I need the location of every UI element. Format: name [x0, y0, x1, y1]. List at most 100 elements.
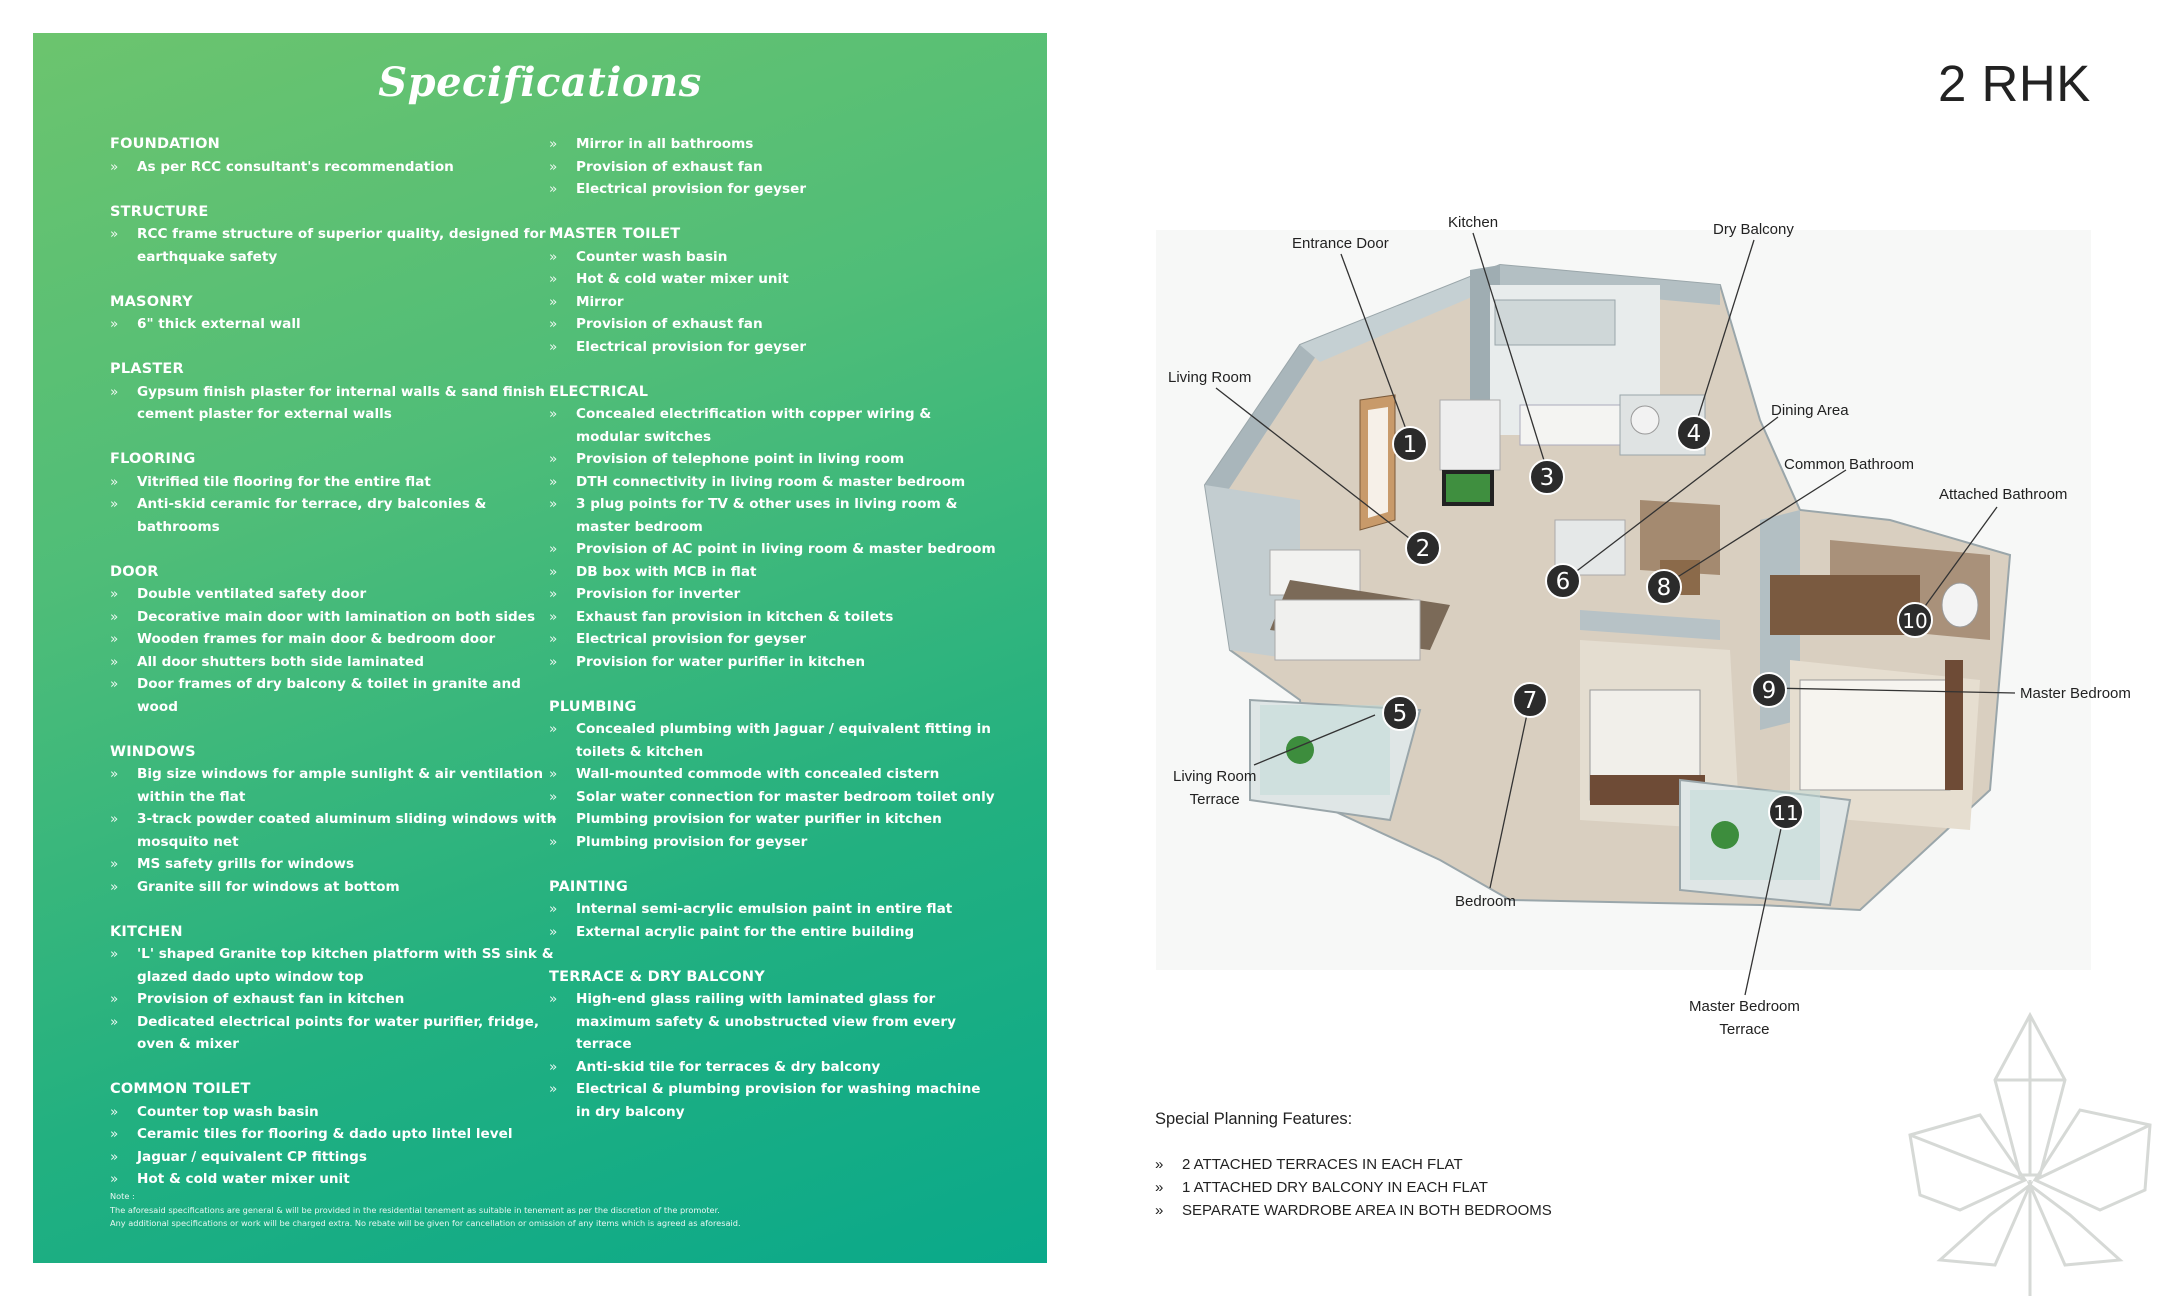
marker-number-7: 7	[1523, 688, 1538, 714]
spec-item: Wooden frames for main door & bedroom do…	[110, 628, 565, 651]
spec-item: Wall-mounted commode with concealed cist…	[549, 763, 999, 786]
spec-heading: ELECTRICAL	[549, 383, 649, 400]
feature-item: 1 ATTACHED DRY BALCONY IN EACH FLAT	[1155, 1176, 1855, 1199]
spec-item: Mirror in all bathrooms	[549, 133, 999, 156]
spec-section-master-toilet: MASTER TOILET Counter wash basinHot & col…	[549, 223, 999, 358]
spec-section-foundation: FOUNDATION As per RCC consultant's recomm…	[110, 133, 565, 178]
marker-circle-5	[1382, 695, 1418, 731]
label-attached-bathroom: Attached Bathroom	[1939, 486, 2068, 503]
features-heading: Special Planning Features:	[1155, 1110, 1353, 1128]
spec-column-left: FOUNDATION As per RCC consultant's recomm…	[110, 133, 565, 1213]
spec-item: Counter top wash basin	[110, 1101, 565, 1124]
spec-note: Note : The aforesaid specifications are …	[110, 1190, 1010, 1231]
spec-section-structure: STRUCTURERCC frame structure of superior…	[110, 201, 565, 269]
label-leader-lines	[1215, 232, 2016, 996]
spec-list: Mirror in all bathroomsProvision of exha…	[549, 133, 999, 201]
spec-list: Counter top wash basinCeramic tiles for …	[110, 1101, 565, 1191]
label-dry-balcony: Dry Balcony	[1713, 221, 1794, 238]
note-line: Any additional specifications or work wi…	[110, 1218, 741, 1228]
spec-list: High-end glass railing with laminated gl…	[549, 988, 999, 1123]
spec-heading: MASTER TOILET	[549, 226, 681, 242]
spec-item: Hot & cold water mixer unit	[549, 268, 999, 291]
spec-section-terrace-and-dry-balcony: TERRACE & DRY BALCONYHigh-end glass rail…	[549, 966, 999, 1124]
label-line: Terrace	[1719, 1021, 1770, 1038]
spec-item: Dedicated electrical points for water pu…	[110, 1011, 565, 1056]
spec-item: Provision of telephone point in living r…	[549, 448, 999, 471]
spec-list: Vitrified tile flooring for the entire f…	[110, 471, 565, 539]
label-common-bathroom: Common Bathroom	[1784, 456, 1915, 473]
spec-section-continued: Mirror in all bathroomsProvision of exha…	[549, 133, 999, 201]
marker-number-8: 8	[1657, 575, 1672, 601]
spec-item: Vitrified tile flooring for the entire f…	[110, 471, 565, 494]
spec-item: Hot & cold water mixer unit	[110, 1168, 565, 1191]
label-master-bedroom: Master Bedroom	[2020, 685, 2131, 702]
spec-item: Provision for water purifier in kitchen	[549, 651, 999, 674]
marker-number-6: 6	[1556, 569, 1571, 595]
spec-section-flooring: FLOORING Vitrified tile flooring for the …	[110, 448, 565, 538]
spec-heading: COMMON TOILET	[110, 1081, 251, 1097]
spec-column-right: Mirror in all bathroomsProvision of exha…	[549, 133, 999, 1146]
marker-circle-1	[1392, 426, 1428, 462]
spec-heading: FOUNDATION	[110, 136, 221, 152]
spec-section-windows: WINDOWSBig size windows for ample sunlig…	[110, 741, 565, 899]
note-line: The aforesaid specifications are general…	[110, 1204, 720, 1215]
marker-number-9: 9	[1762, 678, 1777, 704]
spec-list: Concealed electrification with copper wi…	[549, 403, 999, 673]
label-master-bedroom-terrace: Master Bedroom Terrace	[1689, 995, 1800, 1041]
spec-heading: DOOR	[110, 563, 159, 580]
spec-item: 3 plug points for TV & other uses in liv…	[549, 493, 999, 538]
spec-item: All door shutters both side laminated	[110, 651, 565, 674]
spec-item: DTH connectivity in living room & master…	[549, 471, 999, 494]
spec-item: Exhaust fan provision in kitchen & toile…	[549, 606, 999, 629]
spec-section-electrical: ELECTRICAL Concealed electrification with…	[549, 381, 999, 674]
spec-item: Concealed electrification with copper wi…	[549, 403, 999, 448]
spec-list: Double ventilated safety doorDecorative …	[110, 583, 565, 718]
marker-number-2: 2	[1416, 536, 1431, 562]
spec-section-painting: PAINTINGInternal semi-acrylic emulsion p…	[549, 876, 999, 944]
label-kitchen: Kitchen	[1448, 214, 1499, 231]
spec-list: Internal semi-acrylic emulsion paint in …	[549, 898, 999, 943]
spec-item: 'L' shaped Granite top kitchen platform …	[110, 943, 565, 988]
spec-item: Provision of exhaust fan	[549, 313, 999, 336]
spec-item: Big size windows for ample sunlight & ai…	[110, 763, 565, 808]
spec-item: Double ventilated safety door	[110, 583, 565, 606]
marker-number-3: 3	[1540, 465, 1555, 491]
marker-circle-4	[1676, 415, 1712, 451]
spec-list: Counter wash basinHot & cold water mixer…	[549, 246, 999, 359]
spec-item: Electrical & plumbing provision for wash…	[549, 1078, 999, 1123]
feature-item: 2 ATTACHED TERRACES IN EACH FLAT	[1155, 1153, 1855, 1176]
floor-plan-structure	[1203, 263, 2012, 912]
label-line: Terrace	[1189, 791, 1240, 808]
spec-item: Gypsum finish plaster for internal walls…	[110, 381, 565, 426]
marker-number-1: 1	[1403, 432, 1418, 458]
spec-list: Gypsum finish plaster for internal walls…	[110, 381, 565, 426]
features-list: 2 ATTACHED TERRACES IN EACH FLAT1 ATTACH…	[1155, 1153, 1855, 1222]
marker-number-11: 11	[1773, 801, 1798, 825]
label-living-room-terrace: Living Room Terrace	[1173, 765, 1256, 811]
spec-item: Internal semi-acrylic emulsion paint in …	[549, 898, 999, 921]
spec-item: External acrylic paint for the entire bu…	[549, 921, 999, 944]
spec-section-common-toilet: COMMON TOILET Counter top wash basinCeram…	[110, 1078, 565, 1191]
spec-heading: PLUMBING	[549, 698, 637, 715]
spec-list: Big size windows for ample sunlight & ai…	[110, 763, 565, 898]
marker-circle-3	[1529, 459, 1565, 495]
spec-heading: KITCHEN	[110, 923, 183, 940]
spec-item: Electrical provision for geyser	[549, 628, 999, 651]
spec-item: Provision of exhaust fan	[549, 156, 999, 179]
label-dining-area: Dining Area	[1771, 402, 1849, 419]
spec-heading: PLASTER	[110, 361, 184, 377]
spec-heading: FLOORING	[110, 451, 196, 467]
spec-item: 3-track powder coated aluminum sliding w…	[110, 808, 565, 853]
spec-item: Electrical provision for geyser	[549, 178, 999, 201]
spec-list: RCC frame structure of superior quality,…	[110, 223, 565, 268]
marker-circle-2	[1405, 530, 1441, 566]
spec-list: 'L' shaped Granite top kitchen platform …	[110, 943, 565, 1056]
spec-item: Door frames of dry balcony & toilet in g…	[110, 673, 565, 718]
spec-item: As per RCC consultant's recommendation	[110, 156, 565, 179]
spec-list: As per RCC consultant's recommendation	[110, 156, 565, 179]
label-line: Master Bedroom	[1689, 998, 1800, 1015]
spec-section-kitchen: KITCHEN 'L' shaped Granite top kitchen pl…	[110, 921, 565, 1056]
spec-section-plumbing: PLUMBINGConcealed plumbing with Jaguar /…	[549, 696, 999, 854]
spec-item: High-end glass railing with laminated gl…	[549, 988, 999, 1056]
